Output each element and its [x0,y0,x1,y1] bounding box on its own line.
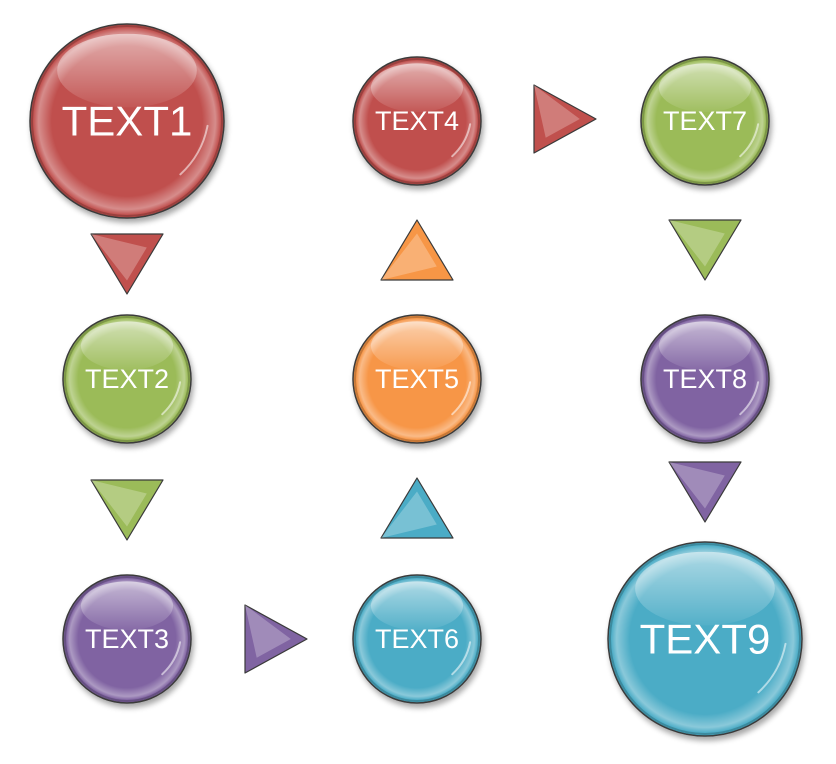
node-text5: TEXT5 [352,314,482,444]
node-label: TEXT8 [663,364,747,394]
node-text1: TEXT1 [29,23,225,219]
arrow-down-icon [668,461,742,523]
arrow-right-icon [244,604,308,674]
node-label: TEXT7 [663,106,747,136]
node-label: TEXT1 [62,98,193,145]
node-label: TEXT4 [375,106,459,136]
node-text3: TEXT3 [62,574,192,704]
arrow-down-icon [90,233,164,295]
node-text4: TEXT4 [352,56,482,186]
node-label: TEXT2 [85,364,169,394]
node-text6: TEXT6 [352,574,482,704]
node-label: TEXT3 [85,624,169,654]
arrow-right-icon [533,84,597,154]
node-label: TEXT6 [375,624,459,654]
node-text9: TEXT9 [607,541,803,737]
node-text2: TEXT2 [62,314,192,444]
arrow-down-icon [668,219,742,281]
node-label: TEXT5 [375,364,459,394]
arrow-up-icon [380,477,454,539]
arrows-layer [90,84,742,674]
arrow-down-icon [90,479,164,541]
node-text7: TEXT7 [640,56,770,186]
node-text8: TEXT8 [640,314,770,444]
arrow-up-icon [380,219,454,281]
node-label: TEXT9 [640,616,771,663]
